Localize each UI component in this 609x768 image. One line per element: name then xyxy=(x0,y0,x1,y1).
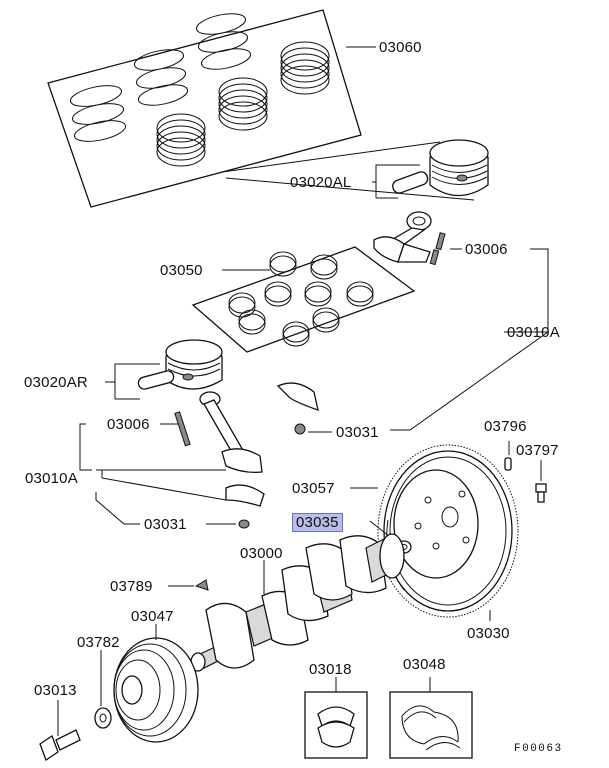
part-label-03010A-right[interactable]: 03010A xyxy=(507,324,560,341)
piston-right xyxy=(392,139,489,197)
part-label-03796[interactable]: 03796 xyxy=(484,418,527,435)
part-label-03020AR[interactable]: 03020AR xyxy=(24,374,88,391)
bearing-set xyxy=(191,246,416,353)
pulley-washer xyxy=(94,707,112,729)
thrust-washer-box xyxy=(389,691,473,759)
flywheel-bolt xyxy=(535,483,547,503)
part-label-03018[interactable]: 03018 xyxy=(309,661,352,678)
figure-code: F00063 xyxy=(514,743,563,755)
conrod-right xyxy=(373,211,446,266)
part-label-03031-left[interactable]: 03031 xyxy=(144,516,187,533)
ring-stack-3 xyxy=(69,85,127,142)
part-label-03010A-left[interactable]: 03010A xyxy=(25,470,78,487)
part-label-03013[interactable]: 03013 xyxy=(34,682,77,699)
ring-stack-4 xyxy=(280,41,330,95)
part-label-03048[interactable]: 03048 xyxy=(403,656,446,673)
part-label-03047[interactable]: 03047 xyxy=(131,608,174,625)
flywheel xyxy=(377,444,519,618)
part-label-03050[interactable]: 03050 xyxy=(160,262,203,279)
pulley-bolt xyxy=(39,729,81,761)
woodruff-key xyxy=(194,579,209,591)
piston-ring-set xyxy=(47,9,362,208)
part-label-03797[interactable]: 03797 xyxy=(516,442,559,459)
crankshaft xyxy=(190,533,405,672)
part-label-03020AL[interactable]: 03020AL xyxy=(290,174,352,191)
part-label-03006-top[interactable]: 03006 xyxy=(465,241,508,258)
part-label-03031-right[interactable]: 03031 xyxy=(336,424,379,441)
ring-stack-2 xyxy=(133,49,189,106)
part-label-03782[interactable]: 03782 xyxy=(77,634,120,651)
ring-stack-6 xyxy=(156,113,206,167)
ring-stack-1 xyxy=(195,13,252,70)
crank-pulley xyxy=(113,637,199,743)
part-label-03057[interactable]: 03057 xyxy=(292,480,335,497)
part-label-03030[interactable]: 03030 xyxy=(467,625,510,642)
part-label-03006-left[interactable]: 03006 xyxy=(107,416,150,433)
conrod-cap-right xyxy=(276,382,319,435)
piston-left xyxy=(137,339,223,390)
thrust-bearing-box xyxy=(304,691,368,759)
part-label-03000[interactable]: 03000 xyxy=(240,545,283,562)
flywheel-dowel xyxy=(504,457,512,471)
part-label-03035[interactable]: 03035 xyxy=(292,513,343,532)
part-label-03060[interactable]: 03060 xyxy=(379,39,422,56)
part-label-03789[interactable]: 03789 xyxy=(110,578,153,595)
conrod-left xyxy=(174,391,265,529)
ring-stack-5 xyxy=(218,77,268,131)
